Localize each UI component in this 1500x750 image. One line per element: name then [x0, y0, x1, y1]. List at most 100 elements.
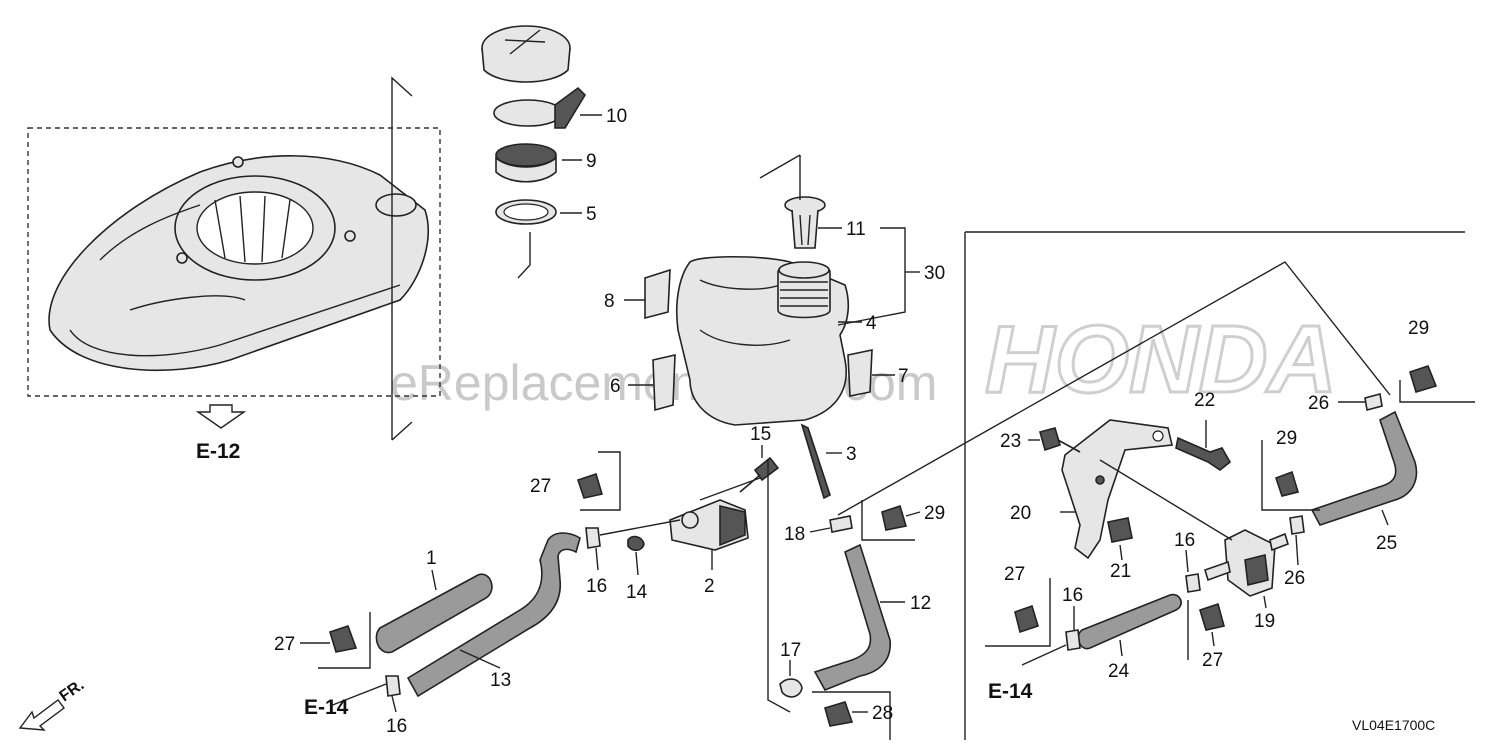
callout-29b: 29 — [1408, 318, 1429, 339]
strainer-centerline — [759, 154, 801, 200]
ref-arrow-icon — [195, 404, 247, 429]
callout-30: 30 — [924, 263, 945, 284]
bracket-20[interactable] — [1061, 419, 1173, 560]
callout-26b: 26 — [1284, 568, 1305, 589]
clip-17[interactable] — [779, 678, 803, 698]
callout-28: 28 — [872, 703, 893, 724]
callout-2: 2 — [704, 576, 715, 597]
clamp-27c[interactable] — [1014, 604, 1039, 634]
fuel-strainer[interactable] — [784, 196, 826, 249]
shroud-centerline — [391, 76, 413, 441]
callout-16d: 16 — [1062, 585, 1083, 606]
fuel-tank[interactable] — [675, 255, 850, 426]
ref-label-e12: E-12 — [196, 440, 240, 463]
cap-gasket-ring[interactable] — [495, 143, 557, 183]
callout-16a: 16 — [586, 576, 607, 597]
ref-label-e14-right: E-14 — [988, 680, 1033, 703]
brand-watermark: HONDA — [985, 306, 1337, 413]
clip-26b[interactable] — [1289, 515, 1305, 535]
clip-16c[interactable] — [1065, 629, 1081, 651]
nut-14[interactable] — [627, 535, 645, 552]
callout-22: 22 — [1194, 390, 1215, 411]
fuel-hose-12[interactable] — [813, 543, 891, 692]
callout-1: 1 — [426, 548, 437, 569]
clamp-27a[interactable] — [576, 472, 604, 499]
clamp-28-frame — [812, 691, 891, 740]
drawing-code: VL04E1700C — [1352, 717, 1435, 733]
callout-18: 18 — [784, 524, 805, 545]
callout-16b: 16 — [386, 716, 407, 737]
clamp-29a-frame — [861, 500, 915, 541]
callout-11: 11 — [846, 219, 866, 240]
clamp-27c-frame — [985, 578, 1051, 647]
callout-17: 17 — [780, 640, 801, 661]
callout-27a: 27 — [530, 476, 551, 497]
clip-16d[interactable] — [1185, 573, 1201, 593]
fuel-hose-24[interactable] — [1077, 593, 1182, 650]
callout-21: 21 — [1110, 561, 1131, 582]
callout-10: 10 — [606, 106, 627, 127]
fuel-cap[interactable] — [481, 25, 571, 83]
front-label: FR. — [57, 677, 88, 706]
fuel-cock-19[interactable] — [1204, 529, 1289, 597]
bolt-centerline — [767, 460, 791, 713]
callout-13: 13 — [490, 670, 511, 691]
clip-16b[interactable] — [385, 675, 401, 697]
clamp-28[interactable] — [824, 701, 854, 727]
bolt-15[interactable] — [739, 456, 780, 493]
clamp-27d[interactable] — [1199, 602, 1225, 631]
callout-16c: 16 — [1174, 530, 1195, 551]
valve-19-centerline — [1099, 459, 1233, 541]
bolt-22[interactable] — [1175, 436, 1232, 471]
fuel-hose-25[interactable] — [1310, 410, 1418, 526]
tank-cushion-7[interactable] — [847, 349, 873, 397]
fuel-valve[interactable] — [669, 499, 749, 551]
front-arrow-icon — [18, 699, 65, 731]
clip-26a[interactable] — [1364, 393, 1383, 411]
tank-cushion-8[interactable] — [644, 268, 671, 320]
callout-27b: 27 — [274, 634, 295, 655]
callout-27c: 27 — [1004, 564, 1025, 585]
callout-8: 8 — [604, 291, 615, 312]
right-section-frame — [964, 231, 1465, 740]
bolt-23[interactable] — [1039, 427, 1081, 453]
hose-1[interactable] — [375, 573, 493, 654]
callout-23: 23 — [1000, 431, 1021, 452]
bolt-21[interactable] — [1107, 517, 1133, 543]
shroud-dashed-frame — [27, 127, 441, 397]
cap-tether[interactable] — [493, 86, 587, 129]
callout-9: 9 — [586, 151, 597, 172]
clamp-29b[interactable] — [1409, 365, 1438, 393]
callout-29a: 29 — [924, 503, 945, 524]
clamp-29a[interactable] — [881, 504, 908, 531]
callout-14: 14 — [626, 582, 648, 603]
clamp-29b-frame — [1399, 380, 1475, 403]
clip-16a[interactable] — [585, 527, 601, 549]
callout-20: 20 — [1010, 503, 1031, 524]
fuel-hose-13[interactable] — [406, 532, 581, 698]
clip-18[interactable] — [829, 515, 853, 533]
e14-left-line — [329, 683, 387, 707]
valve-centerline — [599, 477, 761, 536]
callout-5: 5 — [586, 204, 597, 225]
clamp-27a-frame — [580, 451, 621, 511]
callout-25: 25 — [1376, 533, 1397, 554]
callout-29c: 29 — [1276, 428, 1297, 449]
leader-lines — [300, 114, 1389, 713]
tank-outlet-tube[interactable] — [800, 423, 831, 500]
ref-label-e14-left: E-14 — [304, 696, 349, 719]
tank-cushion-6[interactable] — [652, 353, 676, 412]
callout-4: 4 — [866, 313, 877, 334]
callout-3: 3 — [846, 444, 857, 465]
bracket-30 — [837, 227, 906, 326]
callout-27d: 27 — [1202, 650, 1223, 671]
fan-cover-shroud[interactable] — [48, 155, 429, 372]
right-section-diagonal — [837, 261, 1391, 516]
front-direction-indicator: FR. — [18, 677, 88, 731]
callout-12: 12 — [910, 593, 931, 614]
clamp-29c[interactable] — [1274, 470, 1300, 497]
clamp-27b[interactable] — [329, 624, 358, 653]
seal-ring[interactable] — [495, 199, 557, 225]
callout-7: 7 — [898, 366, 909, 387]
